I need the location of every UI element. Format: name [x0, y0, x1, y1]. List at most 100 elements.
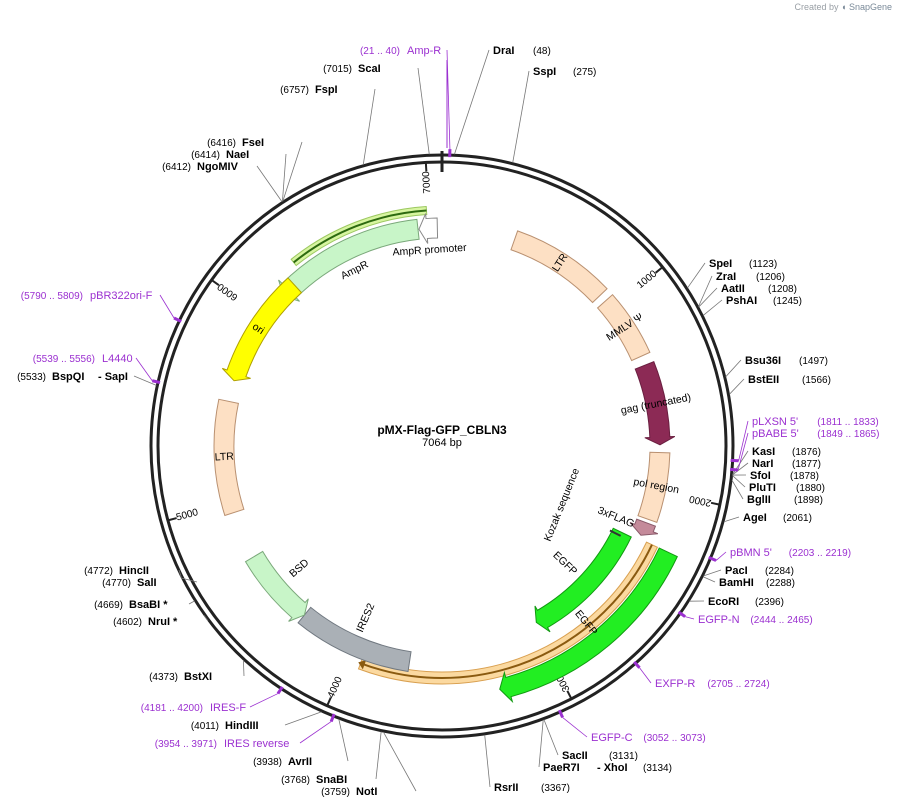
site-name-bglii: BglII — [747, 494, 771, 506]
leader-fspi — [362, 88, 376, 165]
feature-gag — [634, 361, 676, 446]
site-noti[interactable]: NotI(3759) — [321, 786, 377, 798]
leader-bsteii — [729, 378, 745, 395]
primer-exfp-r[interactable]: EXFP-R(2705 .. 2724) — [655, 678, 770, 690]
site-zrai[interactable]: ZraI(1206) — [716, 271, 785, 283]
leader-ngomiv — [256, 165, 283, 202]
primer-leader-egfp-n — [684, 616, 695, 620]
primer-pbabe-5[interactable]: pBABE 5'(1849 .. 1865) — [752, 428, 879, 440]
leader-bsabi — [188, 600, 195, 605]
leader-naei — [282, 153, 287, 202]
site-pos-paci: (2284) — [765, 566, 794, 577]
site-paer7i[interactable]: PaeR7I- XhoI(3134) — [543, 762, 672, 774]
site-bsu36i[interactable]: Bsu36I(1497) — [745, 355, 828, 367]
site-sfoi[interactable]: SfoI(1878) — [750, 470, 819, 482]
feature-ltr-left — [213, 398, 245, 517]
feature-label-ires2: IRES2 — [354, 601, 377, 634]
primer-l4440[interactable]: L4440 (5539 .. 5556) — [33, 353, 133, 365]
site-aatii[interactable]: AatII(1208) — [721, 283, 797, 295]
site-nari[interactable]: NarI(1877) — [752, 458, 821, 470]
site-naei[interactable]: NaeI(6414) — [191, 149, 249, 161]
site-bspqi[interactable]: BspQI(5533)- SapI — [17, 371, 128, 383]
site-pos-pshai: (1245) — [773, 296, 802, 307]
feature-label-kozak: Kozak sequence — [542, 466, 582, 543]
site-avrii[interactable]: AvrII(3938) — [253, 756, 312, 768]
site-fspi[interactable]: FspI(6757) — [280, 84, 338, 96]
site-pos-bglii: (1898) — [794, 495, 823, 506]
site-pos-sspi: (275) — [573, 67, 596, 78]
feature-pol-region — [637, 451, 671, 524]
primer-mark-ires-reverse — [329, 713, 336, 723]
primer-egfp-c[interactable]: EGFP-C(3052 .. 3073) — [591, 732, 706, 744]
site-pluti[interactable]: PluTI(1880) — [749, 482, 825, 494]
primer-egfp-n[interactable]: EGFP-N(2444 .. 2465) — [698, 614, 813, 626]
primer-ires-reverse[interactable]: IRES reverse(3954 .. 3971) — [155, 738, 290, 750]
site-pos-ngomiv: (6412) — [162, 162, 191, 173]
site-fsei[interactable]: FseI(6416) — [207, 137, 264, 149]
primer-pbmn-5[interactable]: pBMN 5'(2203 .. 2219) — [730, 547, 851, 559]
site-agei[interactable]: AgeI(2061) — [743, 512, 812, 524]
primer-name-plxsn-5: pLXSN 5' — [752, 416, 798, 428]
site-name-bamhi: BamHI — [719, 577, 754, 589]
primer-ires-f[interactable]: IRES-F(4181 .. 4200) — [141, 702, 247, 714]
tick-label: 6000 — [215, 280, 240, 302]
site-pos-nrui: (4602) — [113, 617, 142, 628]
site-bsabi[interactable]: BsaBI *(4669) — [94, 599, 168, 611]
feature-label-bsd: BSD — [287, 556, 312, 579]
site-bamhi[interactable]: BamHI (2288) — [719, 577, 795, 589]
leader-nari — [732, 462, 749, 476]
site-drai[interactable]: DraI(48) — [493, 45, 551, 57]
site-pos-bamhi: (2288) — [766, 578, 795, 589]
feature-label-ampr-promoter: AmpR promoter — [392, 242, 467, 259]
feature-ori — [221, 277, 303, 382]
feature-egfp-inner — [534, 527, 632, 633]
site-name-naei: NaeI — [226, 149, 249, 161]
primer-name-egfp-c: EGFP-C — [591, 732, 633, 744]
credit-brand: SnapGene — [848, 2, 892, 12]
feature-ires2 — [297, 606, 412, 673]
site-bsteii[interactable]: BstEII(1566) — [748, 374, 831, 386]
primer-amp-r[interactable]: Amp-R(21 .. 40) — [360, 45, 441, 57]
site-pshai[interactable]: PshAI(1245) — [726, 295, 802, 307]
primer-mark-pbabe-5 — [729, 467, 739, 472]
site-paci[interactable]: PacI(2284) — [725, 565, 794, 577]
site-hindiii[interactable]: HindIII(4011) — [191, 720, 259, 732]
site-sali[interactable]: SalI(4770) — [102, 577, 156, 589]
primer-pbr322ori-f[interactable]: pBR322ori-F(5790 .. 5809) — [21, 290, 153, 302]
site-snabi[interactable]: SnaBI(3768) — [281, 774, 347, 786]
leader-sali — [181, 577, 198, 583]
site-name-sacii: SacII — [562, 750, 588, 762]
site-nrui[interactable]: NruI *(4602) — [113, 616, 178, 628]
site-pos-avrii: (3938) — [253, 757, 282, 768]
primer-plxsn-5[interactable]: pLXSN 5'(1811 .. 1833) — [752, 416, 879, 428]
tick-mark — [566, 690, 572, 699]
site-name-sali: SalI — [137, 577, 157, 589]
site-ecori[interactable]: EcoRI(2396) — [708, 596, 784, 608]
primer-name-pbabe-5: pBABE 5' — [752, 428, 799, 440]
site-pos-nari: (1877) — [792, 459, 821, 470]
site-name-scai: ScaI — [358, 63, 381, 75]
leader-paci — [703, 569, 722, 577]
site-kasi[interactable]: KasI(1876) — [752, 446, 821, 458]
feature-egfp-outer — [499, 547, 678, 704]
leader-hincii — [178, 569, 182, 578]
primer-name-l4440: L4440 — [102, 353, 133, 365]
site-sspi[interactable]: SspI(275) — [533, 66, 596, 78]
primer-pos-l4440: (5539 .. 5556) — [33, 354, 95, 365]
site-hincii[interactable]: HincII(4772) — [84, 565, 149, 577]
site-bglii[interactable]: BglII (1898) — [747, 494, 823, 506]
snapgene-credit: Created by ◖ SnapGene — [794, 2, 892, 12]
site-name-ngomiv: NgoMIV — [197, 161, 239, 173]
site-sacii[interactable]: SacII(3131) — [562, 750, 638, 762]
primer-pos-pbr322ori-f: (5790 .. 5809) — [21, 291, 83, 302]
site-spei[interactable]: SpeI(1123) — [709, 258, 777, 270]
feature-mmlv-psi — [596, 293, 651, 362]
primer-mark-l4440 — [151, 379, 161, 384]
primer-pos-amp-r: (21 .. 40) — [360, 46, 400, 57]
site-name2-bspqi: - SapI — [98, 371, 128, 383]
leader-pshai — [702, 299, 723, 316]
site-rsrii[interactable]: RsrII(3367) — [494, 782, 570, 794]
site-bstxi[interactable]: BstXI(4373) — [149, 671, 212, 683]
site-scai[interactable]: ScaI(7015) — [323, 63, 381, 75]
site-ngomiv[interactable]: NgoMIV (6412) — [162, 161, 239, 173]
